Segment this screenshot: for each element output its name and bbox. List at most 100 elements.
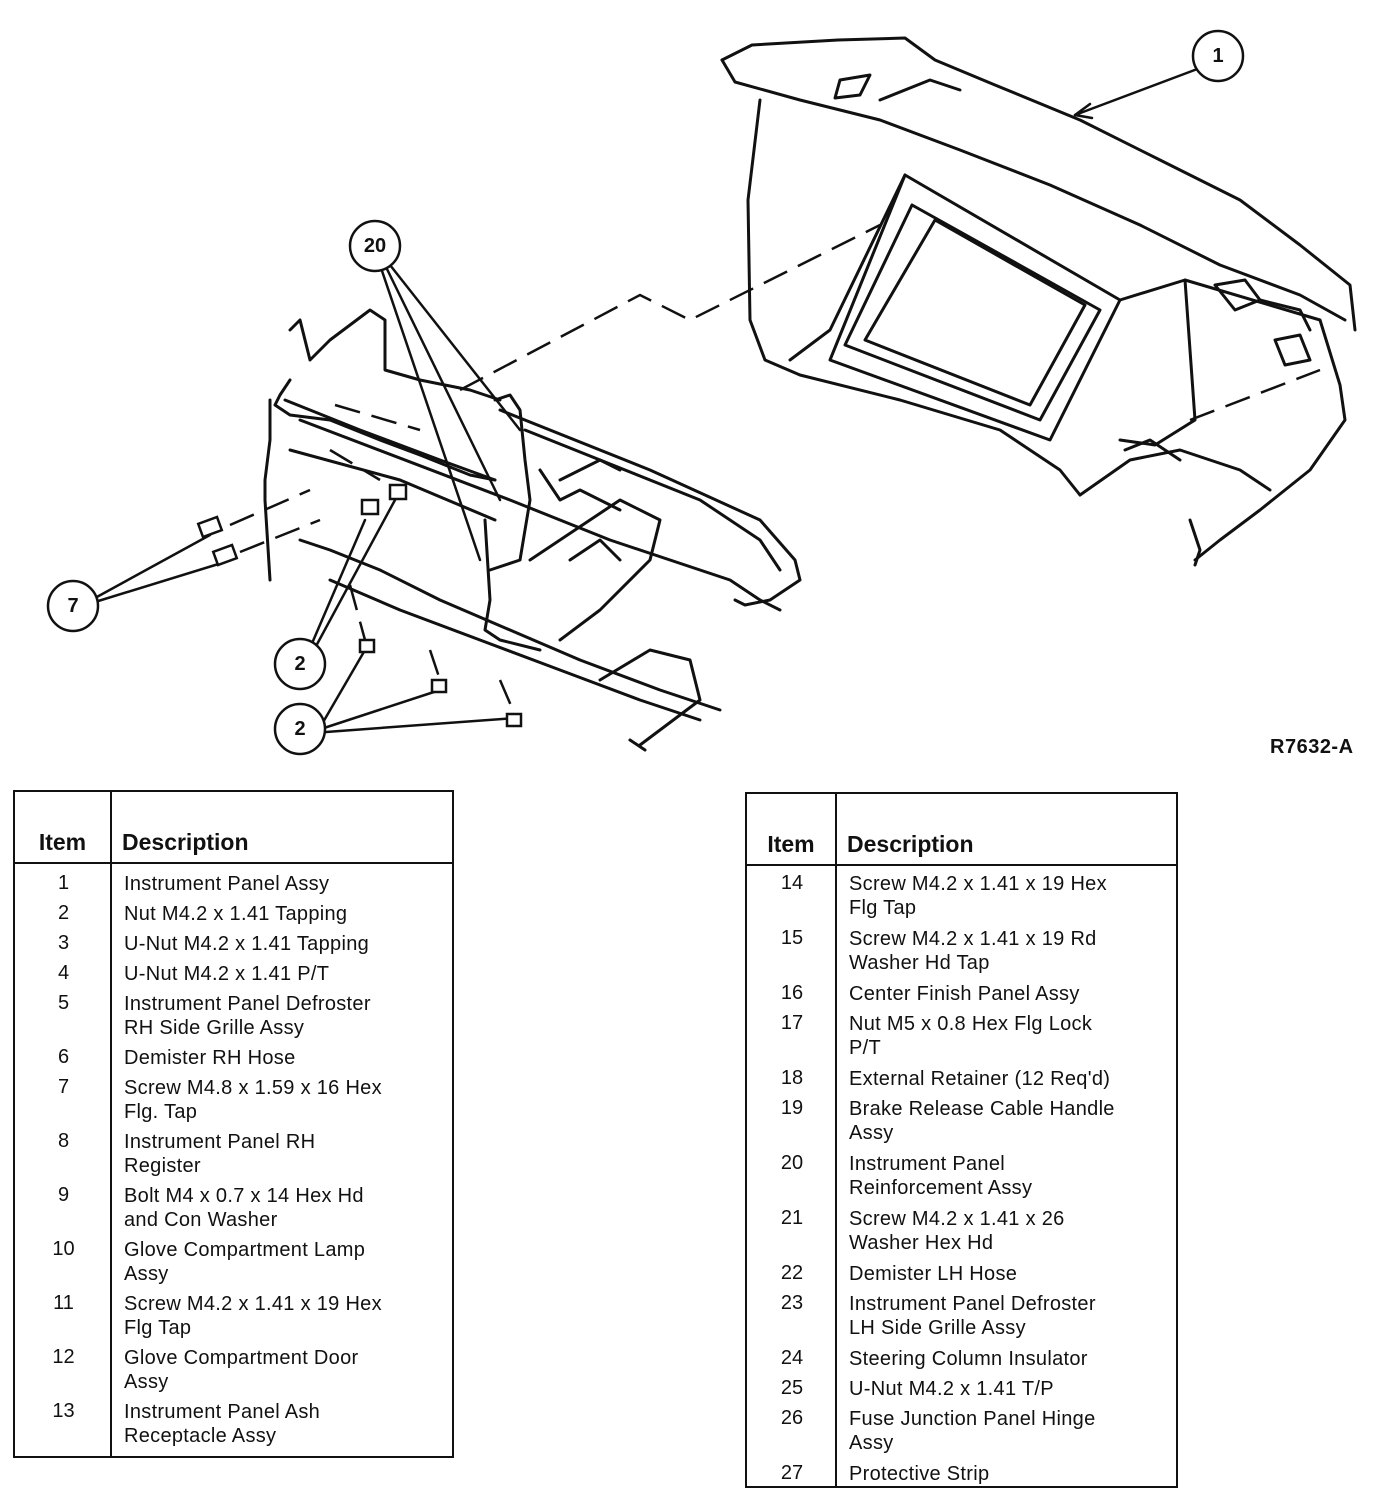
table-row: 25 U-Nut M4.2 x 1.41 T/P bbox=[747, 1377, 1176, 1407]
item-description: Protective Strip bbox=[849, 1463, 990, 1485]
table-row: 17 Nut M5 x 0.8 Hex Flg Lock P/T bbox=[747, 1012, 1176, 1067]
item-description: Demister LH Hose bbox=[849, 1263, 1018, 1285]
table-row: 20 Instrument Panel Reinforcement Assy bbox=[747, 1152, 1176, 1207]
item-description: Glove Compartment Door Assy bbox=[124, 1347, 359, 1393]
item-description: Glove Compartment Lamp Assy bbox=[124, 1239, 366, 1285]
header-description: Description bbox=[847, 831, 974, 857]
item-number: 4 bbox=[57, 962, 70, 984]
item-description: U-Nut M4.2 x 1.41 Tapping bbox=[124, 933, 370, 955]
table-header: Item Description bbox=[15, 792, 452, 864]
item-number: 23 bbox=[780, 1292, 804, 1314]
item-number: 25 bbox=[780, 1377, 804, 1399]
item-description: U-Nut M4.2 x 1.41 P/T bbox=[124, 963, 330, 985]
item-description: Nut M5 x 0.8 Hex Flg Lock P/T bbox=[849, 1013, 1093, 1059]
item-number: 20 bbox=[780, 1152, 804, 1174]
item-number: 17 bbox=[780, 1012, 804, 1034]
table-row: 7 Screw M4.8 x 1.59 x 16 Hex Flg. Tap bbox=[15, 1076, 452, 1130]
item-number: 2 bbox=[57, 902, 70, 924]
item-description: Screw M4.2 x 1.41 x 19 Rd Washer Hd Tap bbox=[849, 928, 1097, 974]
item-number: 21 bbox=[780, 1207, 804, 1229]
table-row: 13 Instrument Panel Ash Receptacle Assy bbox=[15, 1400, 452, 1454]
item-number: 14 bbox=[780, 872, 804, 894]
figure-id: R7632-A bbox=[1270, 736, 1354, 758]
item-description: Instrument Panel Ash Receptacle Assy bbox=[124, 1401, 321, 1447]
table-row: 19 Brake Release Cable Handle Assy bbox=[747, 1097, 1176, 1152]
callout-circle-2a bbox=[273, 637, 327, 691]
item-number: 27 bbox=[780, 1462, 804, 1484]
table-row: 2 Nut M4.2 x 1.41 Tapping bbox=[15, 902, 452, 932]
parts-table-left: Item Description 1 Instrument Panel Assy 2… bbox=[13, 790, 454, 1458]
item-number: 19 bbox=[780, 1097, 804, 1119]
item-number: 13 bbox=[52, 1400, 75, 1422]
header-description: Description bbox=[122, 829, 249, 855]
table-row: 1 Instrument Panel Assy bbox=[15, 872, 452, 902]
table-row: 4 U-Nut M4.2 x 1.41 P/T bbox=[15, 962, 452, 992]
table-row: 12 Glove Compartment Door Assy bbox=[15, 1346, 452, 1400]
item-description: Steering Column Insulator bbox=[849, 1348, 1088, 1370]
callout-label-7: 7 bbox=[67, 595, 78, 617]
callout-circle-2b bbox=[273, 702, 327, 756]
item-description: Screw M4.8 x 1.59 x 16 Hex Flg. Tap bbox=[124, 1077, 382, 1123]
callout-label-2a: 2 bbox=[294, 653, 305, 675]
table-row: 10 Glove Compartment Lamp Assy bbox=[15, 1238, 452, 1292]
reinforcement-assy-drawing bbox=[263, 308, 802, 752]
table-row: 26 Fuse Junction Panel Hinge Assy bbox=[747, 1407, 1176, 1462]
item-number: 8 bbox=[57, 1130, 70, 1152]
item-description: Screw M4.2 x 1.41 x 26 Washer Hex Hd bbox=[849, 1208, 1065, 1254]
item-number: 1 bbox=[57, 872, 70, 894]
table-row: 21 Screw M4.2 x 1.41 x 26 Washer Hex Hd bbox=[747, 1207, 1176, 1262]
table-row: 18 External Retainer (12 Req'd) bbox=[747, 1067, 1176, 1097]
item-description: Instrument Panel Defroster LH Side Grill… bbox=[849, 1293, 1096, 1339]
item-description: Instrument Panel Reinforcement Assy bbox=[849, 1153, 1033, 1199]
header-item: Item bbox=[747, 794, 837, 864]
item-number: 15 bbox=[780, 927, 804, 949]
table-row: 27 Protective Strip bbox=[747, 1462, 1176, 1492]
item-number: 6 bbox=[57, 1046, 70, 1068]
table-row: 5 Instrument Panel Defroster RH Side Gril… bbox=[15, 992, 452, 1046]
callout-label-1: 1 bbox=[1212, 45, 1223, 67]
table-row: 9 Bolt M4 x 0.7 x 14 Hex Hd and Con Washe… bbox=[15, 1184, 452, 1238]
item-description: Brake Release Cable Handle Assy bbox=[849, 1098, 1115, 1144]
item-description: Center Finish Panel Assy bbox=[849, 983, 1080, 1005]
instrument-panel-assy-drawing bbox=[720, 36, 1357, 567]
item-number: 16 bbox=[780, 982, 804, 1004]
item-number: 11 bbox=[53, 1292, 74, 1314]
callout-circle-20 bbox=[348, 219, 402, 273]
table-row: 15 Screw M4.2 x 1.41 x 19 Rd Washer Hd Ta… bbox=[747, 927, 1176, 982]
item-description: U-Nut M4.2 x 1.41 T/P bbox=[849, 1378, 1054, 1400]
item-description: Bolt M4 x 0.7 x 14 Hex Hd and Con Washer bbox=[124, 1185, 364, 1231]
table-row: 23 Instrument Panel Defroster LH Side Gri… bbox=[747, 1292, 1176, 1347]
item-description: Fuse Junction Panel Hinge Assy bbox=[849, 1408, 1096, 1454]
callout-circle-1 bbox=[1191, 29, 1245, 83]
callout-label-2b: 2 bbox=[294, 718, 305, 740]
item-number: 18 bbox=[780, 1067, 804, 1089]
table-header: Item Description bbox=[747, 794, 1176, 866]
item-description: External Retainer (12 Req'd) bbox=[849, 1068, 1111, 1090]
item-number: 12 bbox=[52, 1346, 75, 1368]
header-item: Item bbox=[15, 792, 112, 862]
item-number: 24 bbox=[780, 1347, 804, 1369]
table-rows: 1 Instrument Panel Assy 2 Nut M4.2 x 1.41 T… bbox=[15, 872, 452, 1454]
table-row: 8 Instrument Panel RH Register bbox=[15, 1130, 452, 1184]
callout-circle-7 bbox=[46, 579, 100, 633]
table-row: 24 Steering Column Insulator bbox=[747, 1347, 1176, 1377]
item-number: 10 bbox=[52, 1238, 75, 1260]
item-number: 3 bbox=[57, 932, 70, 954]
item-description: Instrument Panel Assy bbox=[124, 873, 330, 895]
table-row: 3 U-Nut M4.2 x 1.41 Tapping bbox=[15, 932, 452, 962]
item-number: 7 bbox=[57, 1076, 70, 1098]
item-number: 5 bbox=[57, 992, 70, 1014]
table-row: 6 Demister RH Hose bbox=[15, 1046, 452, 1076]
item-number: 26 bbox=[780, 1407, 804, 1429]
item-number: 9 bbox=[57, 1184, 70, 1206]
callout-label-20: 20 bbox=[364, 235, 386, 257]
item-description: Demister RH Hose bbox=[124, 1047, 296, 1069]
table-row: 16 Center Finish Panel Assy bbox=[747, 982, 1176, 1012]
item-description: Nut M4.2 x 1.41 Tapping bbox=[124, 903, 348, 925]
item-number: 22 bbox=[780, 1262, 804, 1284]
item-description: Instrument Panel RH Register bbox=[124, 1131, 316, 1177]
item-description: Instrument Panel Defroster RH Side Grill… bbox=[124, 993, 371, 1039]
